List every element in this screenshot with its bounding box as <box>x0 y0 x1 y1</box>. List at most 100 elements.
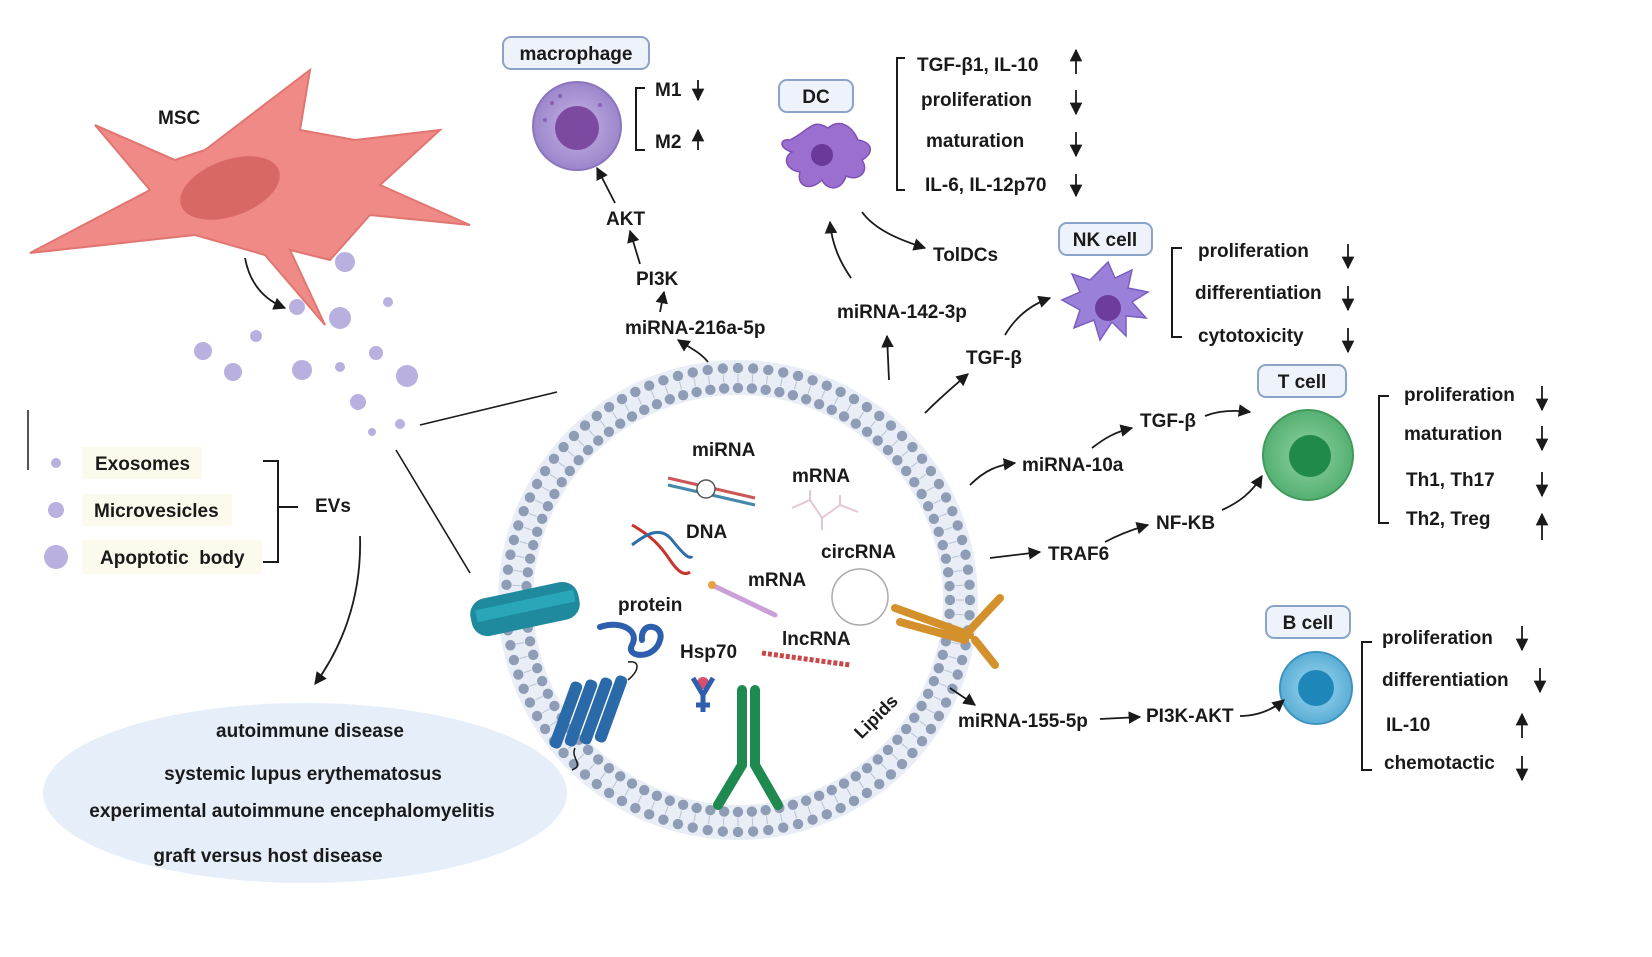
protein-glyph <box>597 621 664 658</box>
macrophage-effect-m1: M1 <box>655 80 682 101</box>
lipid-head <box>952 520 963 531</box>
lipid-tail <box>516 642 525 645</box>
dc-effect-maturation: maturation <box>926 131 1024 152</box>
arrow-mir155-to-pi3kakt <box>1099 711 1142 724</box>
tcell-effect-th2-treg: Th2, Treg <box>1406 509 1490 530</box>
lipid-head <box>505 549 516 560</box>
legend-item-apoptotic-body: Apoptotic body <box>100 548 245 569</box>
legend-item-exosomes: Exosomes <box>95 454 190 475</box>
lipid-head <box>691 386 702 398</box>
lipid-tail <box>846 788 852 796</box>
lipid-tail <box>901 450 909 457</box>
lipid-head <box>826 784 837 796</box>
nk-panel: NK cell proliferation differentiation cy… <box>924 222 1355 414</box>
lipid-tail <box>926 486 934 492</box>
tcell-path-traf6: TRAF6 <box>1048 544 1109 565</box>
lipid-head <box>944 608 955 620</box>
lipid-bilayer <box>500 362 976 838</box>
lipid-head <box>630 386 641 398</box>
lipid-head <box>778 367 789 378</box>
bcell-effect-proliferation: proliferation <box>1382 628 1493 649</box>
disease-gvhd: graft versus host disease <box>153 846 382 867</box>
lipid-head <box>732 382 744 394</box>
lipid-head <box>558 441 569 453</box>
macrophage-effect-m2: M2 <box>655 132 681 153</box>
tcell-bracket <box>1378 395 1389 524</box>
lipid-head <box>835 386 846 398</box>
disease-sle: systemic lupus erythematosus <box>164 764 442 785</box>
lipid-head <box>687 822 698 833</box>
lipid-head <box>940 492 952 503</box>
cargo-mrna-mid-label: mRNA <box>748 570 806 591</box>
lipid-head <box>539 465 551 477</box>
lipid-tail <box>846 404 852 412</box>
bcell-title: B cell <box>1283 613 1334 634</box>
lipid-head <box>658 375 669 386</box>
lipid-tail <box>807 385 812 394</box>
dc-cell <box>781 122 871 189</box>
lipid-head <box>522 567 534 578</box>
lipid-head <box>558 747 569 759</box>
cargo-mrna-top-label: mRNA <box>792 466 850 487</box>
cargo-hsp70-label: Hsp70 <box>680 642 737 663</box>
lipid-head <box>848 795 860 807</box>
lipid-head <box>616 795 628 807</box>
lipid-tail <box>600 420 606 428</box>
lipid-tail <box>833 397 839 405</box>
msc-nucleus <box>180 156 280 220</box>
lipid-tail <box>664 806 669 815</box>
lipid-tail <box>577 439 585 447</box>
lipid-head <box>885 420 897 431</box>
lipid-tail <box>751 817 754 826</box>
macrophage-path-pi3k: PI3K <box>636 269 679 290</box>
lipid-tail <box>588 763 595 771</box>
macrophage-title-box <box>502 36 650 70</box>
arrow-ev-to-mir155 <box>949 687 977 706</box>
dc-title-box <box>778 79 854 113</box>
nk-effect-cytotoxicity: cytotoxicity <box>1198 326 1304 347</box>
nk-bracket <box>1171 247 1182 338</box>
tcell-path-tgfb: TGF-β <box>1140 411 1196 432</box>
lipid-tail <box>881 429 888 437</box>
lipid-head <box>746 383 758 394</box>
nk-mediator-tgfb: TGF-β <box>966 348 1022 369</box>
lipid-head <box>702 364 713 376</box>
lncrna-glyph <box>761 650 851 668</box>
lipid-tail <box>765 375 768 384</box>
lipid-head <box>664 394 676 405</box>
lipid-tail <box>793 381 797 390</box>
lipid-head <box>591 410 602 422</box>
lipid-head <box>687 367 698 378</box>
disease-title: autoimmune disease <box>216 721 404 742</box>
cargo-dna-label: DNA <box>686 522 727 543</box>
arrow-dc-to-toldcs <box>861 211 927 251</box>
arrow-mir10a-to-tgfb <box>1091 424 1134 449</box>
lipid-head <box>732 806 744 818</box>
lipid-head <box>747 826 759 837</box>
lipid-tail <box>535 695 543 701</box>
lipid-head <box>821 380 832 391</box>
lipid-tail <box>793 810 797 819</box>
lipid-head <box>964 579 975 591</box>
lipid-head <box>677 799 689 810</box>
tcell-effect-th1-th17: Th1, Th17 <box>1406 470 1495 491</box>
lipid-tail <box>918 474 927 480</box>
lipid-tail <box>901 743 909 750</box>
lipid-tail <box>549 720 558 726</box>
lipid-tail <box>948 655 957 659</box>
lipid-head <box>691 802 702 814</box>
lipid-head <box>718 806 730 817</box>
tcell-title-box <box>1257 364 1347 398</box>
lipid-tail <box>535 499 543 505</box>
apoptotic-body-swatch <box>44 545 68 569</box>
lipid-head <box>874 410 885 422</box>
lipid-head <box>944 580 955 592</box>
nk-cell <box>1060 260 1150 342</box>
lipid-head <box>760 804 771 816</box>
lipid-head <box>800 795 812 806</box>
arrow-pi3k-to-akt <box>627 229 641 265</box>
lipid-head <box>850 418 861 429</box>
lipid-head <box>916 700 927 712</box>
lipid-tail <box>708 816 711 825</box>
dc-effect-tgf-il10: TGF-β1, IL-10 <box>917 55 1038 76</box>
